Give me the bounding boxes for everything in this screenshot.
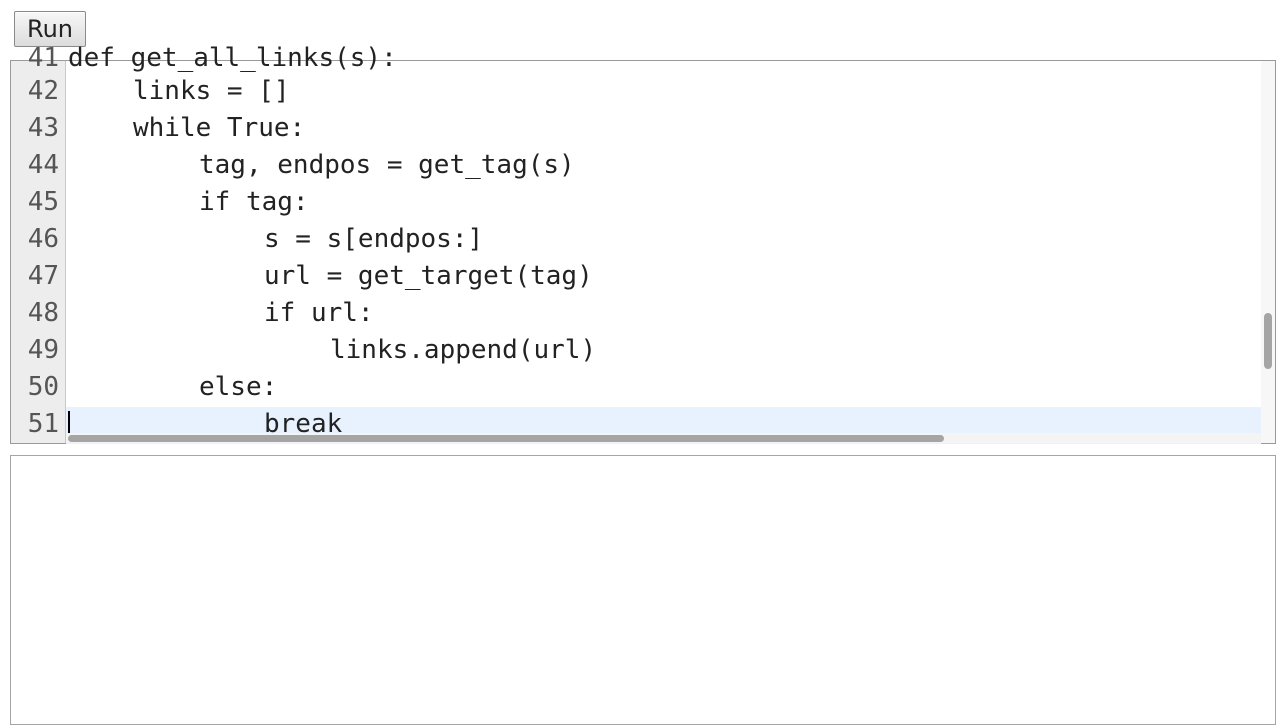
line-number: 43 <box>27 113 59 143</box>
code-area[interactable]: def get_all_links(s): links = [] while T… <box>66 43 1261 443</box>
code-text: tag, endpos = get_tag(s) <box>199 150 575 180</box>
code-text: s = s[endpos:] <box>264 224 484 254</box>
code-editor[interactable]: def get_all_links(s): links = [] while T… <box>10 43 1276 444</box>
code-line: links.append(url) <box>66 332 1261 369</box>
code-text: url = get_target(tag) <box>264 261 593 291</box>
code-text: while True: <box>133 113 306 143</box>
line-number: 44 <box>27 150 59 180</box>
line-number-gutter <box>11 61 66 443</box>
line-number: 41 <box>27 43 59 73</box>
code-line: if url: <box>66 295 1261 332</box>
code-line: url = get_target(tag) <box>66 258 1261 295</box>
code-line: while True: <box>66 110 1261 147</box>
code-line: links = [] <box>66 73 1261 110</box>
vertical-scrollbar[interactable] <box>1261 61 1275 443</box>
code-text: def get_all_links(s): <box>68 43 397 73</box>
text-cursor <box>68 411 70 433</box>
line-number: 50 <box>27 372 59 402</box>
code-line: def get_all_links(s): <box>66 40 1261 77</box>
code-text: else: <box>199 372 278 402</box>
vertical-scrollbar-thumb[interactable] <box>1264 313 1272 369</box>
code-line: else: <box>66 369 1261 406</box>
code-text: links = [] <box>133 76 290 106</box>
run-button[interactable]: Run <box>14 11 86 47</box>
line-number: 49 <box>27 335 59 365</box>
line-number: 42 <box>27 76 59 106</box>
code-line: s = s[endpos:] <box>66 221 1261 258</box>
line-number: 46 <box>27 224 59 254</box>
code-text: links.append(url) <box>330 335 597 365</box>
output-panel <box>10 455 1276 725</box>
code-text: if tag: <box>199 187 309 217</box>
toolbar: Run <box>0 0 1280 60</box>
line-number: 51 <box>27 409 59 439</box>
line-number: 45 <box>27 187 59 217</box>
line-number: 48 <box>27 298 59 328</box>
line-number: 47 <box>27 261 59 291</box>
horizontal-scrollbar-thumb[interactable] <box>68 435 944 442</box>
code-line: if tag: <box>66 184 1261 221</box>
code-line: tag, endpos = get_tag(s) <box>66 147 1261 184</box>
horizontal-scrollbar[interactable] <box>66 433 1261 443</box>
code-text: if url: <box>264 298 374 328</box>
